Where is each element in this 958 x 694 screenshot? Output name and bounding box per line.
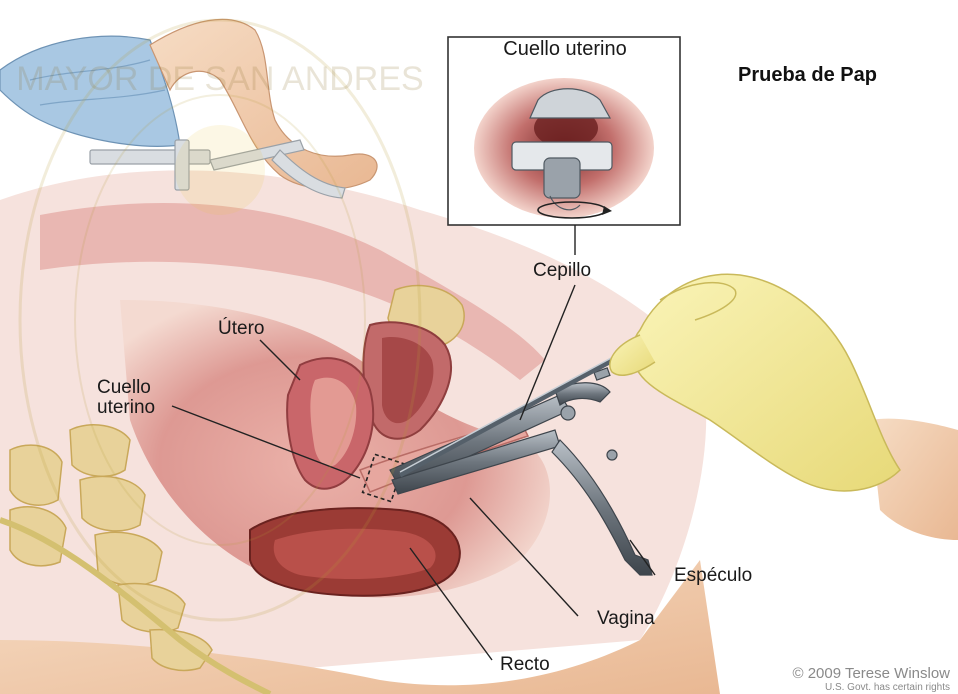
rectum-inner xyxy=(274,529,436,579)
page-title: Prueba de Pap xyxy=(738,64,877,87)
label-recto: Recto xyxy=(500,654,550,676)
label-cuello-line2: uterino xyxy=(97,397,155,419)
copyright-line2: U.S. Govt. has certain rights xyxy=(792,682,950,693)
label-especulo: Espéculo xyxy=(674,565,752,587)
copyright: © 2009 Terese Winslow U.S. Govt. has cer… xyxy=(792,666,950,693)
copyright-line1: © 2009 Terese Winslow xyxy=(792,666,950,682)
inset-title: Cuello uterino xyxy=(452,38,678,61)
label-cuello-line1: Cuello xyxy=(97,377,151,399)
label-vagina: Vagina xyxy=(597,608,655,630)
label-cepillo: Cepillo xyxy=(533,260,591,282)
label-utero: Útero xyxy=(218,318,264,340)
